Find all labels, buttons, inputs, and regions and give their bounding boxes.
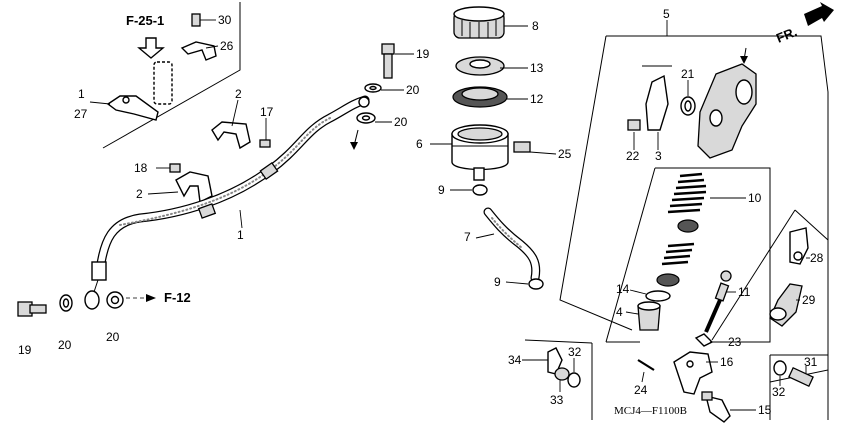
- bolt-25: [513, 141, 531, 153]
- callout-14: 14: [616, 282, 630, 296]
- leader-lines: [89, 19, 810, 411]
- callout-1: 1: [78, 87, 85, 101]
- callout-29: 29: [802, 293, 816, 307]
- piston-kit: [637, 172, 707, 331]
- callout-3: 3: [655, 149, 662, 163]
- right-arrow-icon: [146, 294, 156, 302]
- callout-9: 9: [438, 183, 445, 197]
- callout-2: 2: [235, 87, 242, 101]
- master-cylinder-body: [697, 63, 757, 159]
- callout-31: 31: [804, 355, 818, 369]
- bracket-16: [673, 351, 713, 395]
- inset-lower-right: [773, 360, 814, 388]
- bolt-19-upper: [381, 43, 395, 55]
- screw-30: [191, 13, 201, 27]
- direction-indicator: FR.: [774, 2, 834, 46]
- nut-23: [694, 333, 714, 347]
- lower-left-fasteners: [17, 291, 156, 317]
- callout-20: 20: [58, 338, 72, 352]
- callout-26: 26: [220, 39, 234, 53]
- callout-13: 13: [530, 61, 544, 75]
- clip-9-lower: [528, 278, 544, 290]
- frame-lines: [102, 2, 829, 420]
- callout-2: 2: [136, 187, 143, 201]
- joint-3: [645, 74, 669, 131]
- banjo-upper: [358, 96, 370, 108]
- screw-18: [169, 163, 181, 173]
- ref-f25: F-25-1: [126, 13, 164, 28]
- switch-15: [705, 395, 731, 423]
- pin-ghost: [153, 61, 173, 105]
- callout-12: 12: [530, 92, 544, 106]
- reservoir-hose-7: [491, 217, 523, 249]
- callout-30: 30: [218, 13, 232, 27]
- cotter-34: [547, 347, 563, 375]
- clamp-2-upper: [211, 121, 251, 150]
- bracket-27: [106, 95, 159, 121]
- pushrod: [704, 299, 722, 333]
- clamp-26: [180, 41, 217, 61]
- bracket-group: [637, 351, 731, 423]
- clip-9-upper: [472, 184, 488, 196]
- callout-33: 33: [550, 393, 564, 407]
- callout-24: 24: [634, 383, 648, 397]
- washer-32b: [773, 360, 787, 376]
- callout-4: 4: [616, 305, 623, 319]
- drawing-code: MCJ4—F1100B: [614, 405, 687, 417]
- callout-5: 5: [663, 7, 670, 21]
- pushrod-group: [694, 227, 809, 347]
- callout-23: 23: [728, 335, 742, 349]
- callout-1: 1: [237, 228, 244, 242]
- screw-22: [627, 119, 641, 131]
- callout-20: 20: [394, 115, 408, 129]
- master-cylinder-assembly: [627, 47, 757, 159]
- callout-6: 6: [416, 137, 423, 151]
- callout-34: 34: [508, 353, 522, 367]
- callout-25: 25: [558, 147, 572, 161]
- callout-19: 19: [18, 343, 32, 357]
- callout-8: 8: [532, 19, 539, 33]
- nut-33: [554, 367, 570, 381]
- reservoir-assembly: [451, 6, 544, 290]
- callouts: 30 26 1 27 2 17 18 2 1 19 20 20 19 20 20…: [18, 7, 824, 417]
- hose-clamps: [169, 121, 271, 204]
- hose-fitting-lower: [91, 261, 107, 281]
- callout-15: 15: [758, 403, 772, 417]
- callout-19: 19: [416, 47, 430, 61]
- inset-lower-centre: [547, 347, 581, 388]
- upper-fasteners: [350, 43, 395, 150]
- ref-f12: F-12: [164, 290, 191, 305]
- brake-hose: [84, 95, 370, 310]
- up-arrow-icon: [137, 37, 165, 59]
- bolt-17: [259, 139, 271, 148]
- callout-20: 20: [106, 330, 120, 344]
- callout-10: 10: [748, 191, 762, 205]
- callout-7: 7: [464, 230, 471, 244]
- clamp-2-lower: [175, 171, 213, 204]
- callout-20: 20: [406, 83, 420, 97]
- callout-27: 27: [74, 107, 88, 121]
- callout-16: 16: [720, 355, 734, 369]
- callout-32: 32: [772, 385, 786, 399]
- down-arrow-icon: [350, 142, 358, 150]
- callout-18: 18: [134, 161, 148, 175]
- fr-label: FR.: [774, 24, 799, 46]
- banjo-lower: [84, 290, 100, 310]
- washer-32a: [567, 372, 581, 388]
- pin-24: [637, 359, 655, 371]
- callout-22: 22: [626, 149, 640, 163]
- callout-9: 9: [494, 275, 501, 289]
- callout-17: 17: [260, 105, 274, 119]
- circlip-14: [645, 290, 671, 302]
- callout-11: 11: [738, 285, 751, 299]
- callout-21: 21: [681, 67, 695, 81]
- fr-arrow-icon: [804, 2, 834, 26]
- bolt-31: [788, 366, 814, 388]
- callout-28: 28: [810, 251, 824, 265]
- inset-f25: [106, 13, 217, 121]
- callout-32: 32: [568, 345, 582, 359]
- nut-11: [714, 282, 730, 302]
